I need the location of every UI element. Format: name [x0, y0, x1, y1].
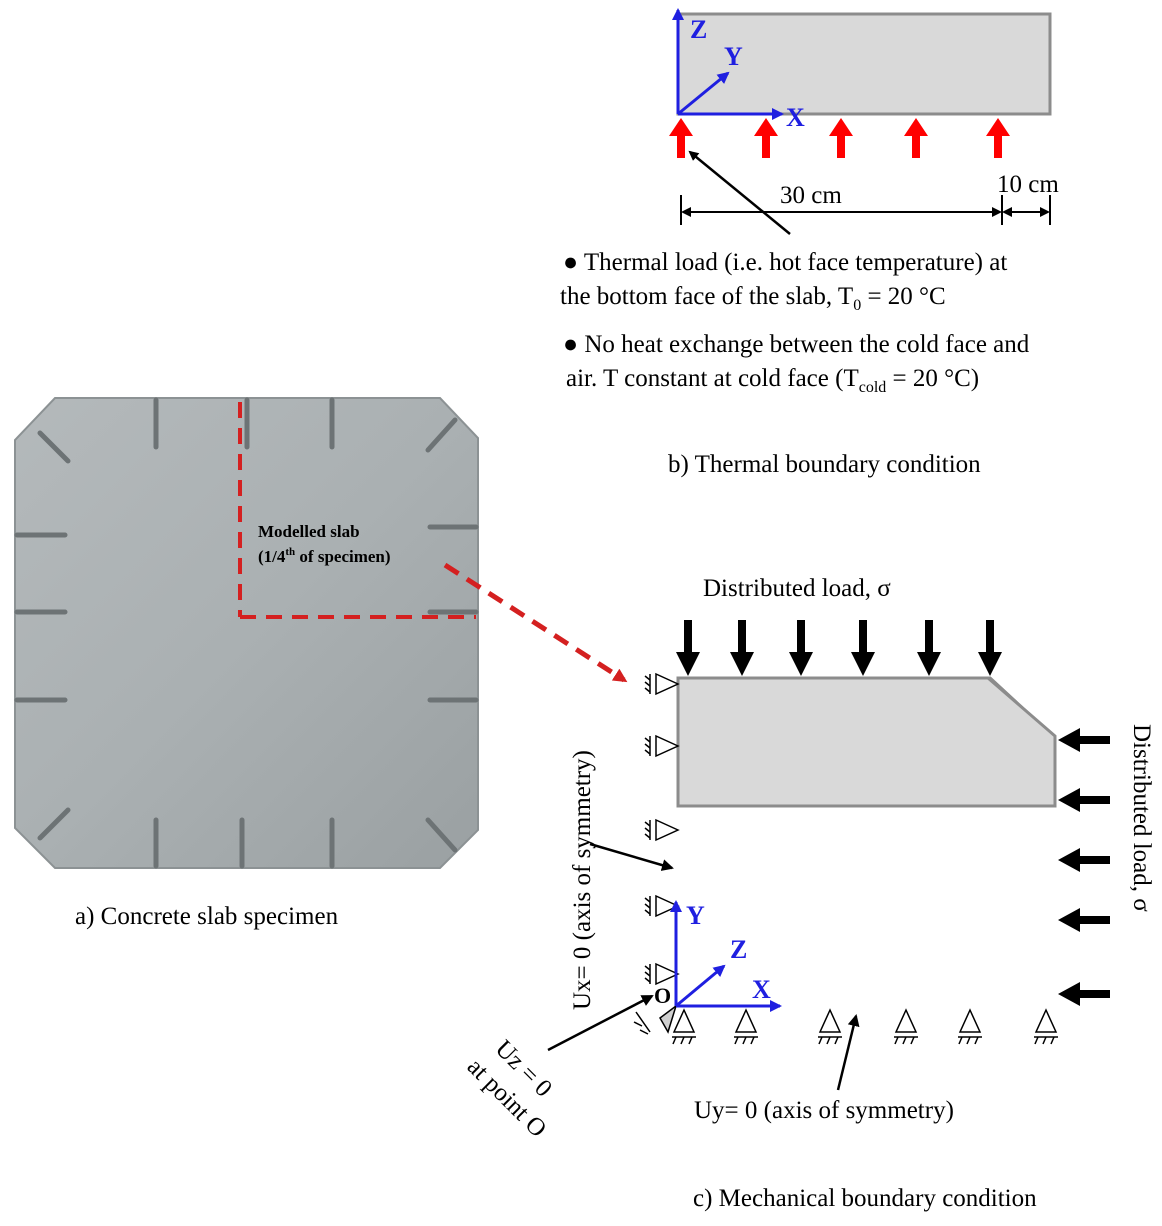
caption-panel-c: c) Mechanical boundary condition [693, 1185, 1037, 1212]
uz-leader-arrow [547, 994, 654, 1052]
thermal-leader-arrow [688, 150, 791, 235]
top-load-arrows [676, 620, 1002, 676]
axis-x-label: X [786, 103, 805, 132]
concrete-slab-photo: Modelled slab (1/4th of specimen) [14, 397, 628, 869]
uy-leader-arrow [836, 1014, 860, 1091]
c-axis-z-label: Z [730, 935, 747, 964]
thermal-note-2-line-2: air. T constant at cold face (Tcold = 20… [566, 365, 980, 396]
modelled-slab-label: Modelled slab [258, 522, 360, 541]
thermal-note-1-line-1: ● Thermal load (i.e. hot face temperatur… [563, 249, 1008, 276]
thermal-note-2-line-1: ● No heat exchange between the cold face… [563, 331, 1030, 358]
thermal-slab-section [676, 12, 1052, 116]
ux-bc-label: Ux= 0 (axis of symmetry) [569, 750, 596, 1010]
c-axis-z-line [675, 964, 726, 1008]
dim-10cm: 10 cm [997, 171, 1059, 198]
thermal-panel: Z Y X 30 cm 10 cm [669, 8, 1059, 235]
red-dashed-arrow [443, 562, 628, 683]
right-load-arrows [1058, 728, 1110, 1006]
axis-z-label: Z [690, 15, 707, 44]
right-load-label: Distributed load, σ [1128, 724, 1155, 912]
axis-y-line [677, 71, 730, 116]
slab-c [676, 676, 1057, 808]
top-load-label: Distributed load, σ [703, 575, 891, 602]
dim-30cm: 30 cm [780, 182, 842, 209]
caption-panel-a: a) Concrete slab specimen [75, 903, 339, 930]
modelled-slab-label-2: (1/4th of specimen) [258, 546, 391, 566]
ux-leader-arrow [589, 842, 674, 871]
bottom-roller-supports [672, 1008, 1058, 1045]
uy-bc-label: Uy= 0 (axis of symmetry) [694, 1097, 954, 1124]
left-roller-supports [644, 672, 680, 986]
origin-o-label: O [654, 983, 671, 1008]
dimension-lines [680, 195, 1051, 225]
heat-flux-arrows [669, 118, 1010, 158]
caption-panel-b: b) Thermal boundary condition [668, 451, 981, 478]
axis-y-label: Y [724, 42, 743, 71]
pin-support-o [633, 1004, 678, 1035]
slab-grooves [14, 397, 479, 869]
c-axis-x-label: X [752, 975, 771, 1004]
c-axis-y-label: Y [686, 901, 705, 930]
thermal-note-1-line-2: the bottom face of the slab, T0 = 20 °C [560, 283, 946, 314]
modelled-region-dashes [238, 402, 476, 619]
slab-specimen-shape [14, 397, 479, 869]
